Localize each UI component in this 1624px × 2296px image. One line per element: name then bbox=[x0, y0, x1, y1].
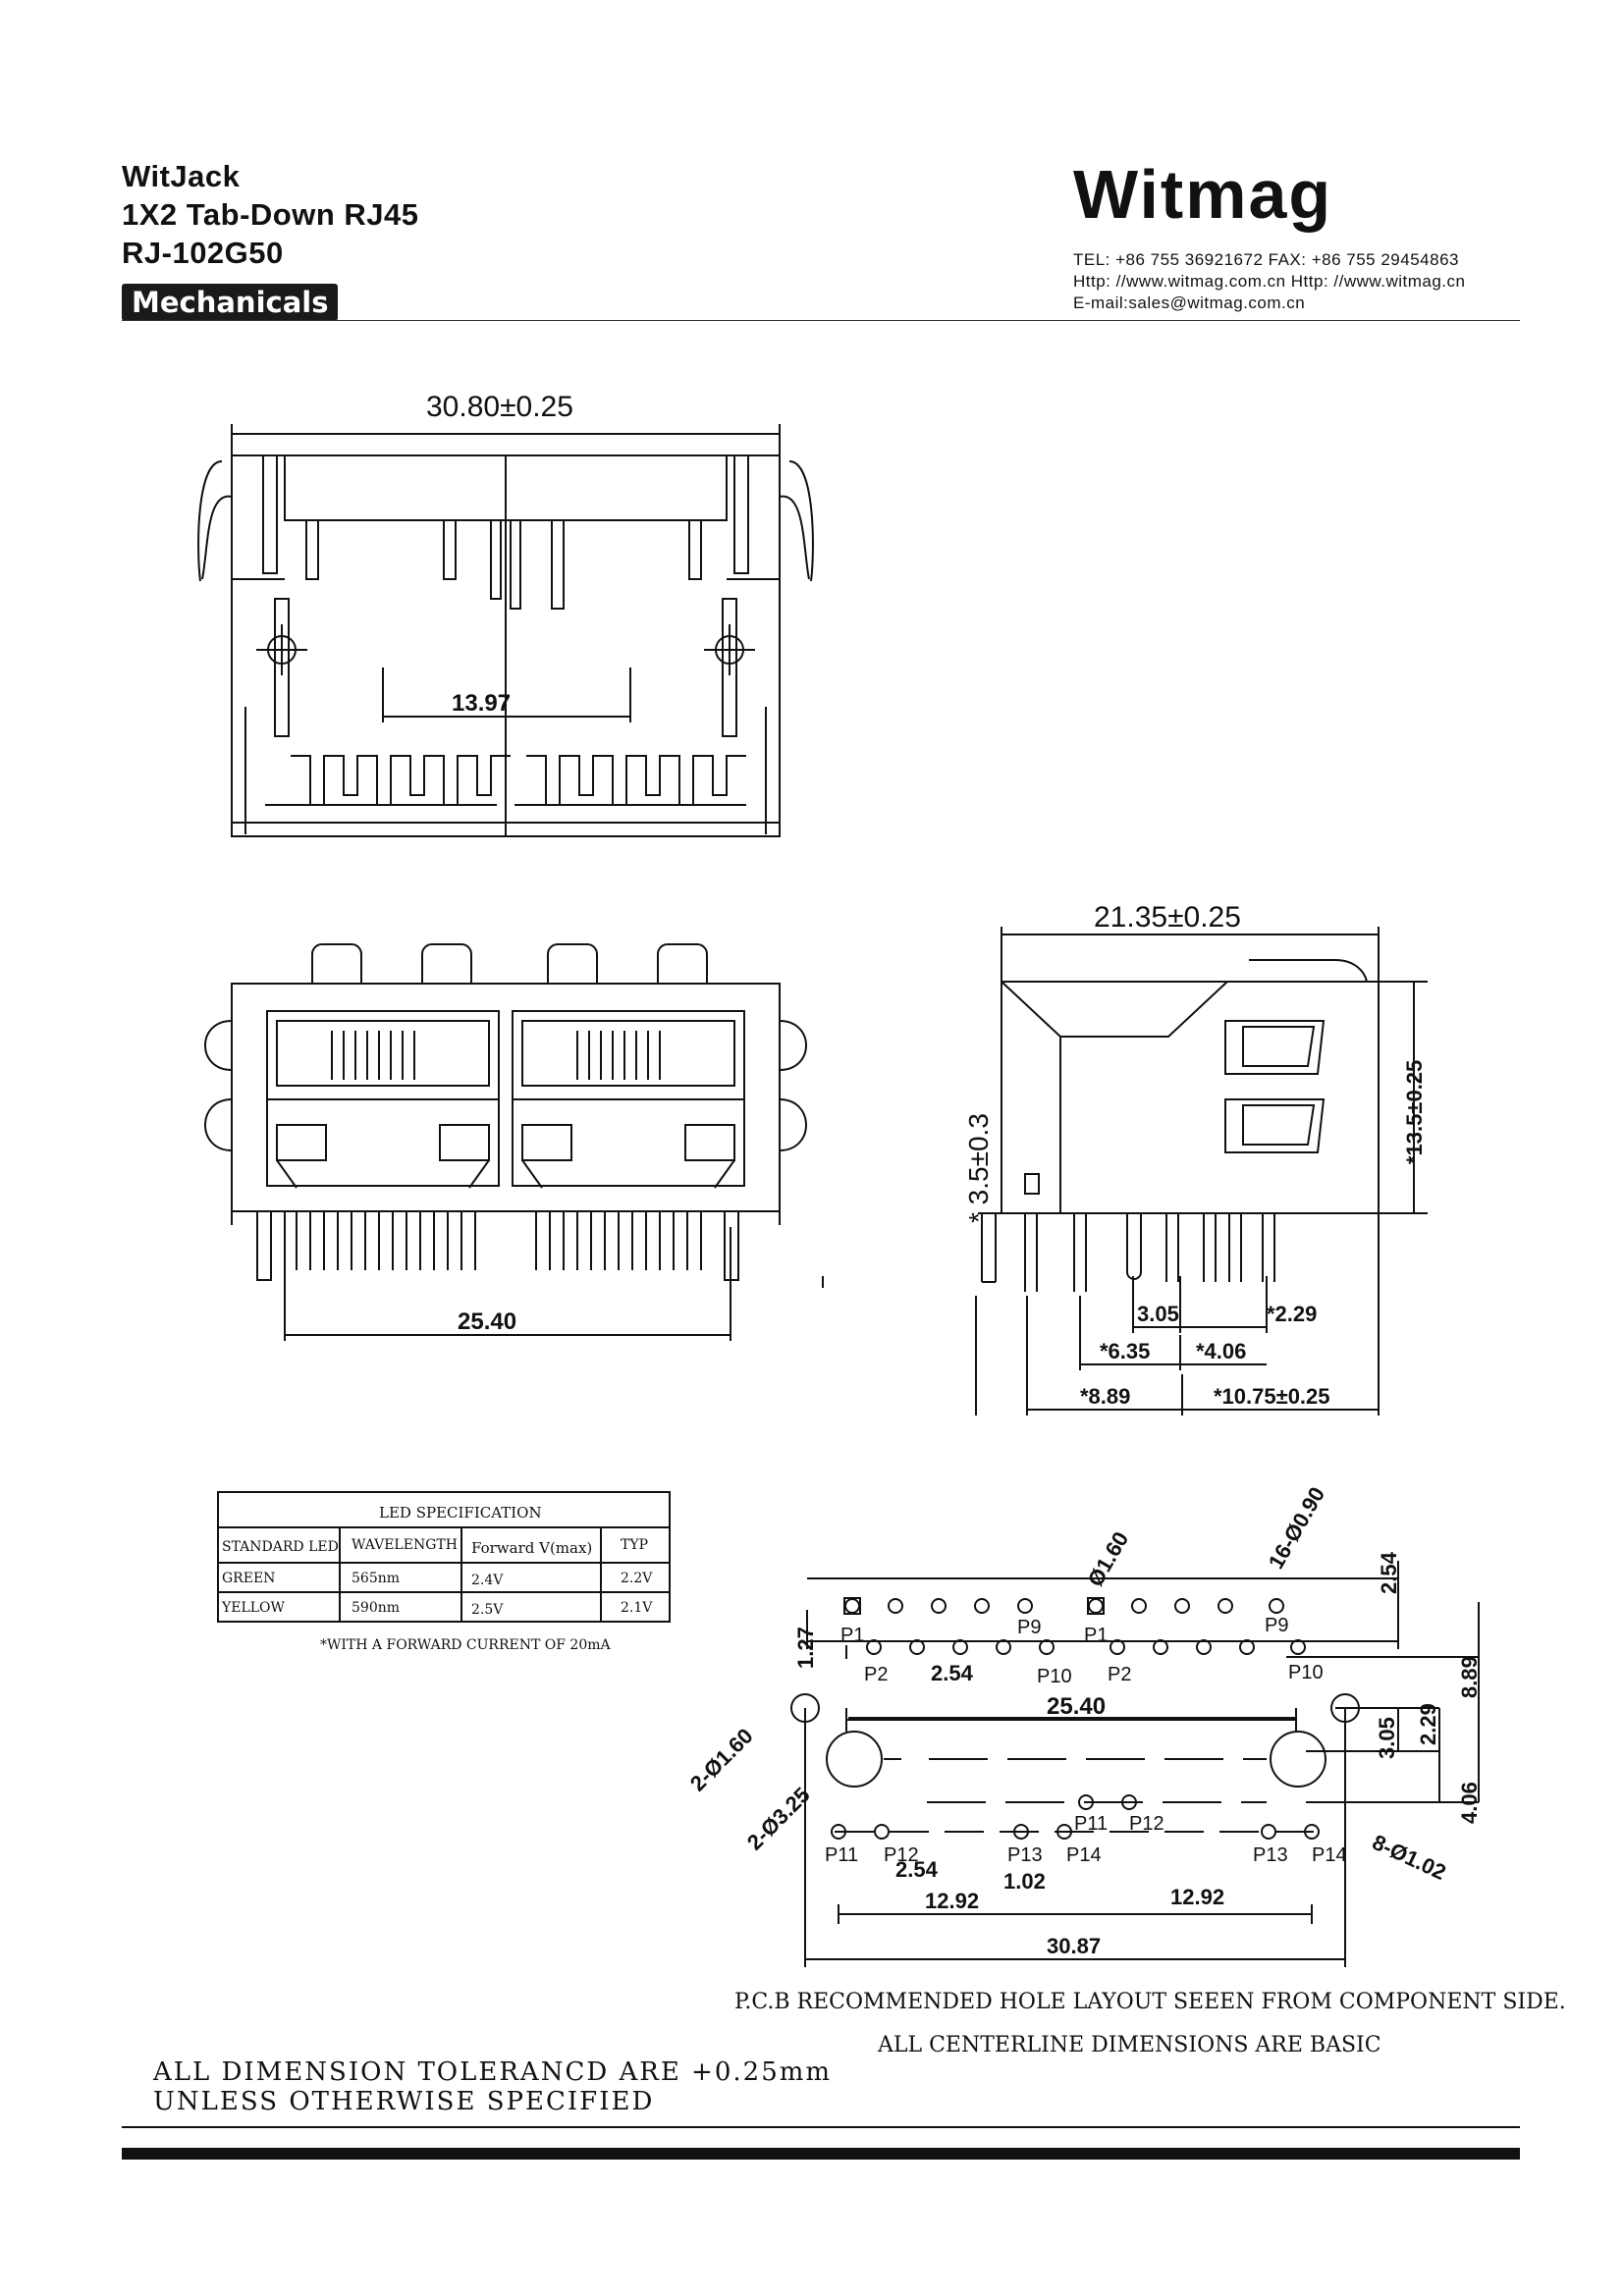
side-dim-10-75: *10.75±0.25 bbox=[1214, 1384, 1330, 1409]
pcb-dim-16-090: 16-Ø0.90 bbox=[1264, 1483, 1330, 1574]
pcb-dim-25-40: 25.40 bbox=[1047, 1693, 1106, 1720]
pin-label: P9 bbox=[1265, 1615, 1288, 1636]
pcb-layout-drawing bbox=[790, 1561, 1480, 1967]
pin-label: P2 bbox=[864, 1664, 888, 1685]
side-left-height-dim: * 3.5±0.3 bbox=[963, 1113, 994, 1223]
tolerance-note-line2: UNLESS OTHERWISE SPECIFIED bbox=[153, 2087, 655, 2116]
led-cell: 2.4V bbox=[471, 1573, 504, 1588]
side-length-dim: 21.35±0.25 bbox=[1094, 901, 1241, 934]
pin-label: P14 bbox=[1312, 1844, 1347, 1866]
side-dim-6-35: *6.35 bbox=[1100, 1339, 1150, 1363]
pcb-dim-2-325: 2-Ø3.25 bbox=[742, 1783, 815, 1855]
pcb-dim-8-89: 8.89 bbox=[1457, 1656, 1482, 1698]
led-cell: 2.1V bbox=[621, 1600, 653, 1616]
pcb-dim-2-160: 2-Ø1.60 bbox=[685, 1724, 758, 1796]
top-view-drawing bbox=[197, 424, 814, 837]
company-email: E-mail:sales@witmag.com.cn bbox=[1073, 294, 1306, 312]
pcb-dim-12-92-left: 12.92 bbox=[925, 1889, 979, 1913]
pin-label: P12 bbox=[1129, 1813, 1164, 1835]
led-header-forward-v: Forward V(max) bbox=[471, 1539, 592, 1557]
pin-label: P12 bbox=[884, 1844, 919, 1866]
pcb-dim-2-54-bottom: 2.54 bbox=[895, 1857, 939, 1882]
top-inner-dim: 13.97 bbox=[452, 690, 511, 717]
pcb-dim-1-02: 1.02 bbox=[1003, 1869, 1046, 1894]
pcb-dim-1-60: Ø1.60 bbox=[1083, 1527, 1134, 1590]
side-height-dim: *13.5±0.25 bbox=[1402, 1060, 1427, 1164]
led-cell: 590nm bbox=[352, 1600, 400, 1616]
product-part-number: RJ-102G50 bbox=[122, 236, 284, 270]
pcb-dim-2-29: 2.29 bbox=[1416, 1703, 1440, 1745]
pcb-dim-12-92-right: 12.92 bbox=[1170, 1885, 1224, 1909]
pin-label: P10 bbox=[1037, 1666, 1072, 1687]
pin-label: P13 bbox=[1007, 1844, 1043, 1866]
company-web: Http: //www.witmag.com.cn Http: //www.wi… bbox=[1073, 272, 1466, 291]
front-view-drawing bbox=[204, 943, 824, 1341]
pin-label: P14 bbox=[1066, 1844, 1102, 1866]
side-dim-2-29: *2.29 bbox=[1267, 1302, 1317, 1326]
side-dim-8-89: *8.89 bbox=[1080, 1384, 1130, 1409]
pcb-dim-1-27: 1.27 bbox=[793, 1627, 818, 1669]
led-table-title: LED SPECIFICATION bbox=[379, 1504, 542, 1522]
pin-label: P1 bbox=[840, 1625, 864, 1646]
led-table-lines bbox=[217, 1491, 671, 1623]
led-cell: 565nm bbox=[352, 1571, 400, 1586]
company-tel-fax: TEL: +86 755 36921672 FAX: +86 755 29454… bbox=[1073, 250, 1459, 269]
led-cell: 2.5V bbox=[471, 1602, 504, 1618]
led-header-wavelength: WAVELENGTH bbox=[352, 1537, 458, 1553]
pin-label: P10 bbox=[1288, 1662, 1324, 1683]
side-dim-4-06: *4.06 bbox=[1196, 1339, 1246, 1363]
product-family: WitJack bbox=[122, 159, 241, 193]
led-cell: GREEN bbox=[222, 1571, 275, 1586]
product-description: 1X2 Tab-Down RJ45 bbox=[122, 197, 419, 232]
led-header-standard: STANDARD LED bbox=[222, 1539, 339, 1555]
pin-label: P2 bbox=[1108, 1664, 1131, 1685]
tolerance-note-line1: ALL DIMENSION TOLERANCD ARE +0.25mm bbox=[153, 2057, 833, 2087]
pcb-holes bbox=[831, 1598, 1320, 1840]
led-cell: YELLOW bbox=[221, 1600, 286, 1616]
pin-label: P13 bbox=[1253, 1844, 1288, 1866]
led-footnote: *WITH A FORWARD CURRENT OF 20mA bbox=[320, 1637, 612, 1653]
pcb-caption: P.C.B RECOMMENDED HOLE LAYOUT SEEEN FROM… bbox=[734, 1990, 1566, 2014]
pcb-dim-2-54: 2.54 bbox=[931, 1661, 974, 1685]
pcb-caption-basic: ALL CENTERLINE DIMENSIONS ARE BASIC bbox=[877, 2033, 1381, 2057]
led-header-typ: TYP bbox=[621, 1537, 648, 1553]
pcb-dim-4-06: 4.06 bbox=[1457, 1782, 1482, 1824]
pin-label: P11 bbox=[825, 1844, 858, 1866]
section-badge: Mechanicals bbox=[122, 284, 339, 321]
footer-rule bbox=[122, 2148, 1520, 2160]
top-width-dim: 30.80±0.25 bbox=[426, 391, 573, 423]
pcb-dim-3-05: 3.05 bbox=[1375, 1717, 1399, 1759]
pcb-dim-30-87: 30.87 bbox=[1047, 1934, 1101, 1958]
header-rule bbox=[122, 320, 1520, 321]
side-dim-3-05: 3.05 bbox=[1137, 1302, 1179, 1326]
pin-label: P11 bbox=[1074, 1813, 1108, 1835]
pcb-dim-8-102: 8-Ø1.02 bbox=[1369, 1830, 1450, 1885]
front-pin-span-dim: 25.40 bbox=[458, 1308, 516, 1335]
pin-label: P9 bbox=[1017, 1617, 1041, 1638]
led-cell: 2.2V bbox=[621, 1571, 653, 1586]
pin-label: P1 bbox=[1084, 1625, 1108, 1646]
pcb-dim-2-54-top: 2.54 bbox=[1377, 1551, 1401, 1594]
side-view-drawing bbox=[975, 927, 1428, 1415]
company-logo: Witmag bbox=[1073, 156, 1333, 233]
